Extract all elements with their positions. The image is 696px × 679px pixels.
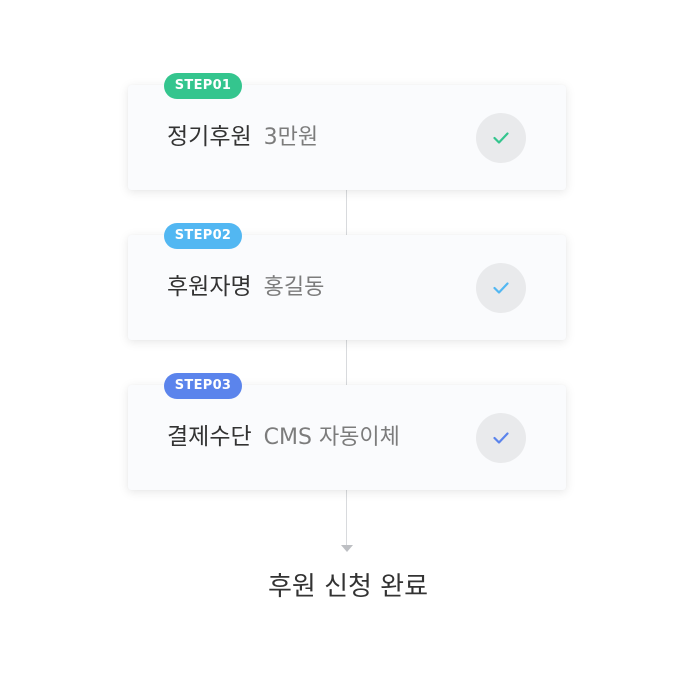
step-label: 결제수단 bbox=[167, 424, 252, 450]
step-value: 3만원 bbox=[263, 125, 319, 150]
step-content: 정기후원 3만원 bbox=[167, 85, 318, 190]
step-content: 후원자명 홍길동 bbox=[167, 235, 324, 340]
step-label: 후원자명 bbox=[167, 274, 252, 300]
step-card-1: STEP01 정기후원 3만원 bbox=[128, 73, 566, 190]
step-label: 정기후원 bbox=[167, 124, 252, 150]
step-badge: STEP03 bbox=[164, 373, 242, 399]
step-connector-3 bbox=[346, 490, 347, 545]
step-value: CMS 자동이체 bbox=[263, 425, 400, 450]
step-connector-2 bbox=[346, 340, 347, 385]
check-icon bbox=[493, 432, 509, 444]
step-value: 홍길동 bbox=[263, 275, 325, 300]
check-button[interactable] bbox=[476, 113, 526, 163]
check-button[interactable] bbox=[476, 413, 526, 463]
check-icon bbox=[493, 132, 509, 144]
arrow-down-icon bbox=[341, 545, 353, 552]
step-connector-1 bbox=[346, 190, 347, 235]
step-content: 결제수단 CMS 자동이체 bbox=[167, 385, 400, 490]
check-button[interactable] bbox=[476, 263, 526, 313]
check-icon bbox=[493, 282, 509, 294]
step-card-2: STEP02 후원자명 홍길동 bbox=[128, 223, 566, 340]
step-card-3: STEP03 결제수단 CMS 자동이체 bbox=[128, 373, 566, 490]
step-badge: STEP02 bbox=[164, 223, 242, 249]
completion-title: 후원 신청 완료 bbox=[267, 572, 429, 602]
step-badge: STEP01 bbox=[164, 73, 242, 99]
